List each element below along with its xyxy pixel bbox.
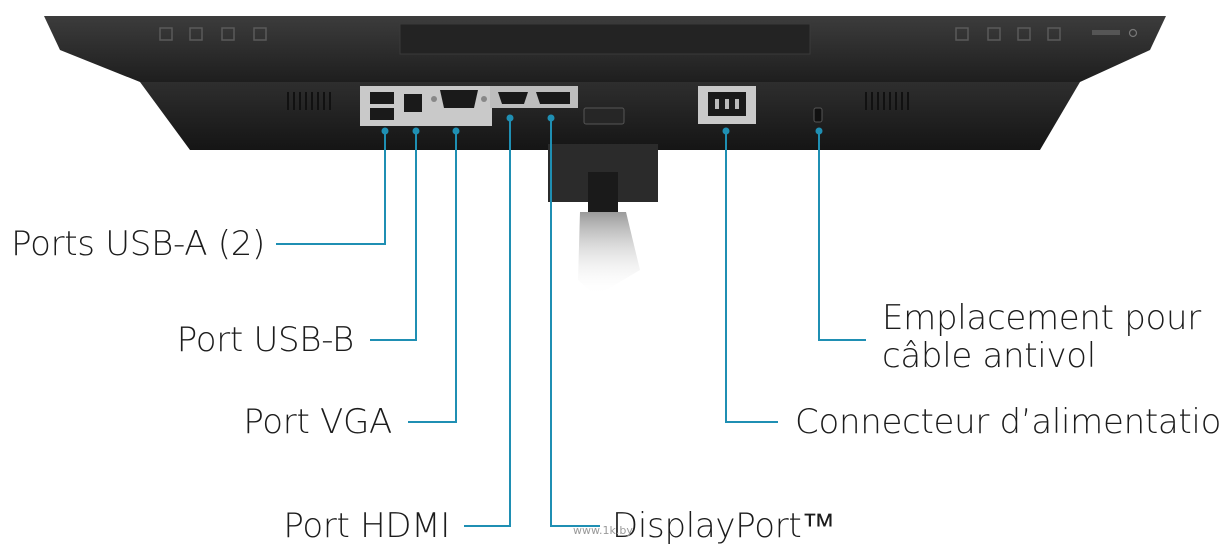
label-lock-line2: câble antivol <box>882 336 1096 376</box>
monitor-body <box>44 16 1166 150</box>
vent-left <box>287 92 331 110</box>
usb-a-port <box>370 92 394 120</box>
label-vga: Port VGA <box>243 402 392 442</box>
leader-lines <box>276 118 866 527</box>
vga-port <box>431 90 487 108</box>
power-led-bar <box>1092 30 1120 35</box>
leader-power <box>725 131 778 423</box>
lock-slot <box>813 107 823 123</box>
hdmi-port <box>498 92 528 104</box>
label-hdmi: Port HDMI <box>283 506 450 546</box>
power-icon <box>1128 28 1138 38</box>
displayport-port <box>536 92 570 104</box>
monitor-stand <box>548 144 658 296</box>
label-power: Connecteur d’alimentation <box>795 402 1220 442</box>
leader-lock <box>818 131 866 341</box>
leader-usb-a <box>276 131 386 245</box>
stand-release-slot <box>583 107 625 125</box>
usb-b-port <box>404 94 422 112</box>
leader-hdmi <box>464 118 511 527</box>
vent-right <box>865 92 909 110</box>
leader-usb-b <box>370 131 417 341</box>
front-buttons-right <box>955 27 1061 41</box>
leader-displayport <box>550 118 600 527</box>
front-buttons-left <box>159 27 267 41</box>
center-recess <box>399 23 811 55</box>
label-lock-line1: Emplacement pour <box>882 298 1201 338</box>
label-usb-a: Ports USB-A (2) <box>11 224 265 264</box>
watermark-text: www.1k.by <box>573 524 633 537</box>
label-displayport: DisplayPort™ <box>612 506 836 546</box>
power-connector <box>698 86 756 124</box>
label-usb-b: Port USB-B <box>176 320 355 360</box>
leader-vga <box>408 131 457 423</box>
